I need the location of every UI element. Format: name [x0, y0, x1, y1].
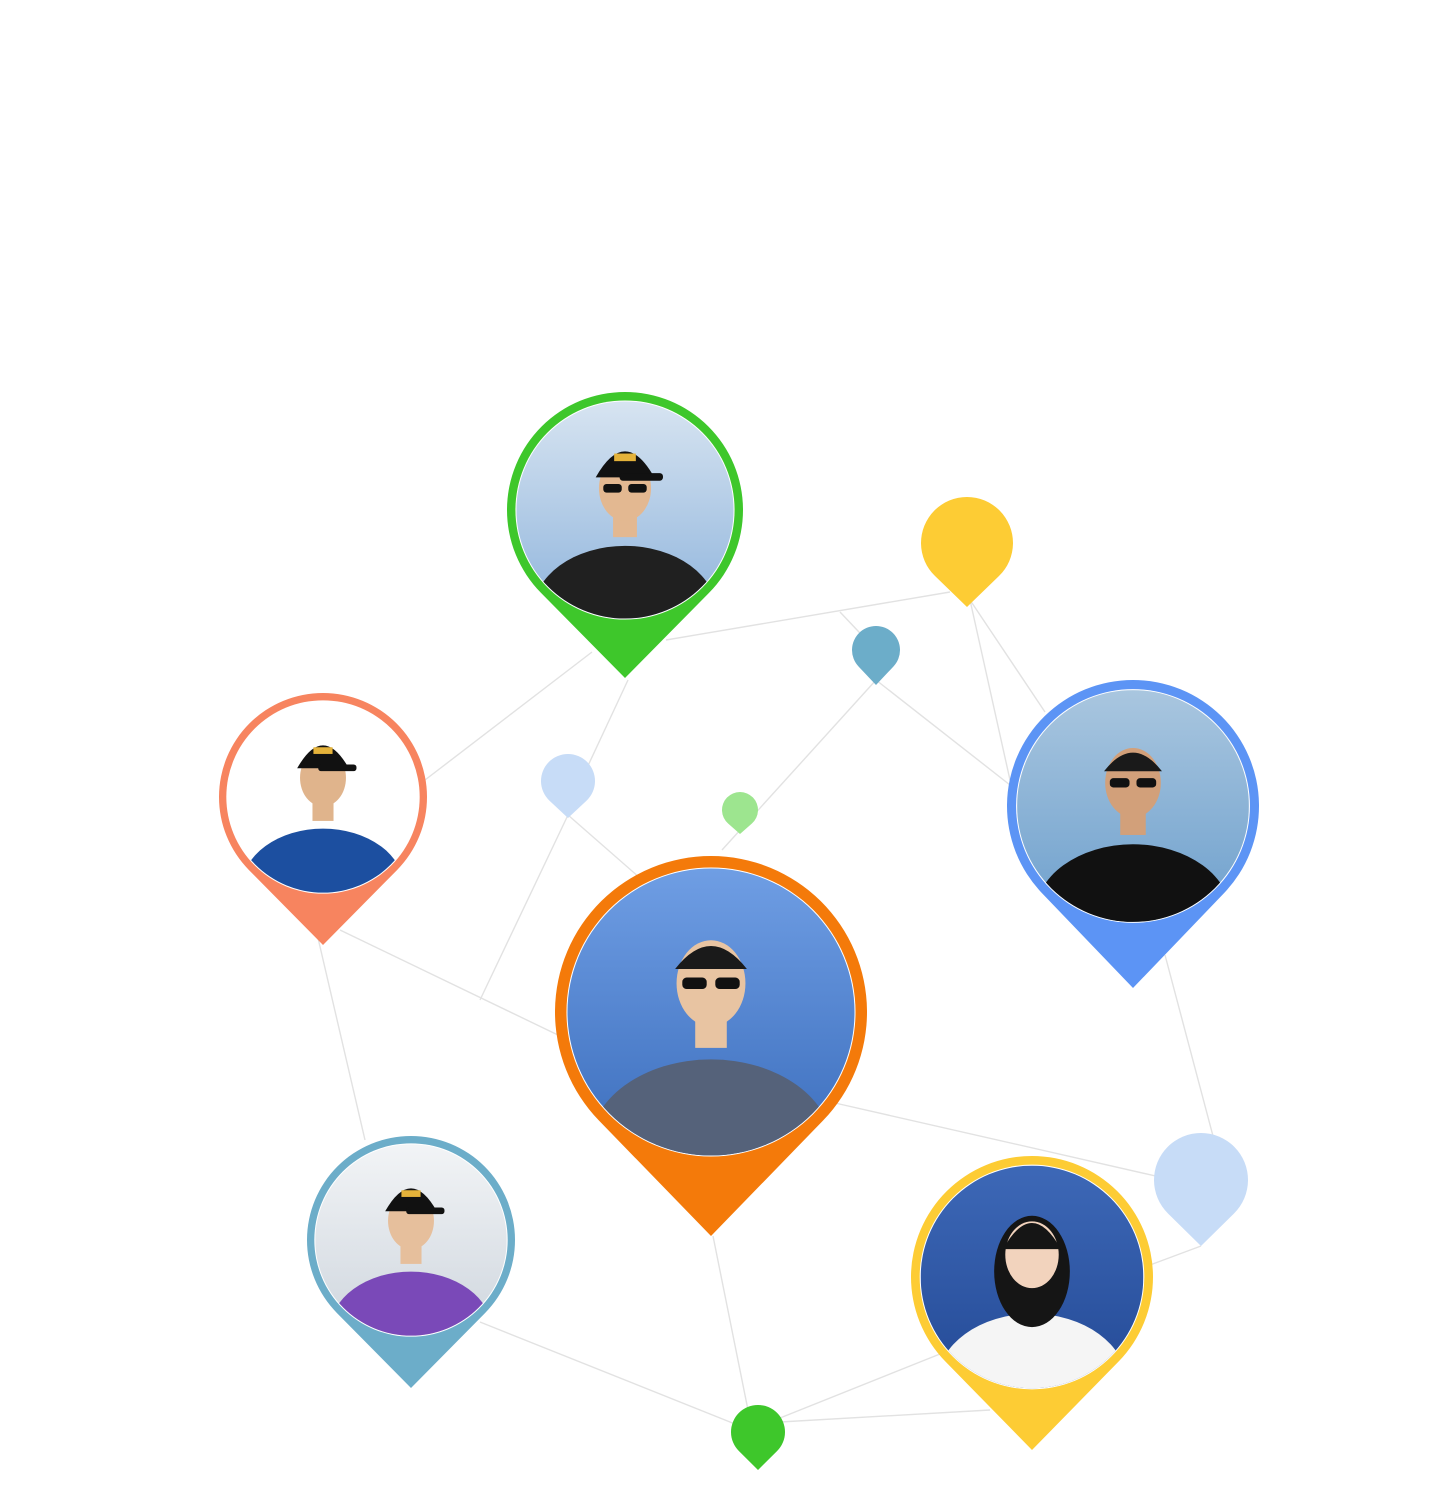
map-pins: [219, 391, 1260, 1470]
dot-green-pin: [731, 1404, 785, 1470]
connection-line: [779, 1409, 991, 1423]
man-orange-cap-pin[interactable]: [219, 692, 427, 947]
woman-white-sweater-pin[interactable]: [910, 1156, 1153, 1452]
connection-line: [479, 1321, 736, 1425]
shirt: [589, 1059, 833, 1156]
dot-light-blue-small-pin: [541, 753, 595, 818]
dot-teal-pin: [851, 626, 900, 685]
connection-lines: [317, 591, 1214, 1425]
woman-purple-racing-suit-pin[interactable]: [307, 1135, 515, 1390]
sunglasses: [682, 977, 707, 990]
shirt: [329, 1271, 493, 1336]
sunglasses: [1109, 778, 1130, 788]
connection-line: [712, 1235, 749, 1411]
connection-line: [567, 814, 641, 879]
connection-line: [339, 929, 561, 1037]
cap: [385, 1188, 437, 1212]
connection-line: [585, 679, 629, 771]
connection-line: [1149, 1245, 1202, 1266]
connection-line: [1164, 954, 1214, 1137]
connection-line: [424, 651, 593, 781]
cap: [595, 451, 655, 478]
man-sunglasses-black-tee-photo: [1017, 690, 1249, 922]
dot-yellow-pin: [921, 496, 1013, 607]
shirt: [1034, 844, 1232, 922]
man-black-cap-uniform-pin[interactable]: [507, 391, 743, 680]
connection-line: [665, 591, 951, 641]
connection-line: [969, 599, 1011, 781]
connection-line: [479, 814, 569, 1001]
man-sunglasses-black-tee-pin[interactable]: [1007, 679, 1260, 988]
dot-light-blue-large-pin: [1153, 1133, 1248, 1246]
woman-purple-racing-suit-photo: [315, 1144, 507, 1336]
connection-line: [834, 1102, 1161, 1178]
connection-line: [875, 679, 1011, 786]
man-black-cap-uniform-photo: [516, 401, 734, 619]
man-orange-cap-photo: [227, 701, 419, 893]
connection-line: [317, 937, 366, 1141]
connection-line: [779, 1353, 941, 1419]
sunglasses: [603, 483, 622, 493]
shirt: [241, 828, 405, 893]
woman-plaid-shirt-photo: [567, 868, 855, 1156]
shirt: [937, 1313, 1127, 1389]
hair: [675, 945, 747, 969]
cap: [297, 745, 349, 769]
woman-white-sweater-photo: [920, 1165, 1144, 1389]
woman-plaid-shirt-pin[interactable]: [555, 855, 868, 1237]
hair: [1104, 752, 1162, 772]
dot-light-green-pin: [722, 792, 758, 834]
shirt: [532, 545, 718, 619]
connection-line: [969, 599, 1046, 713]
